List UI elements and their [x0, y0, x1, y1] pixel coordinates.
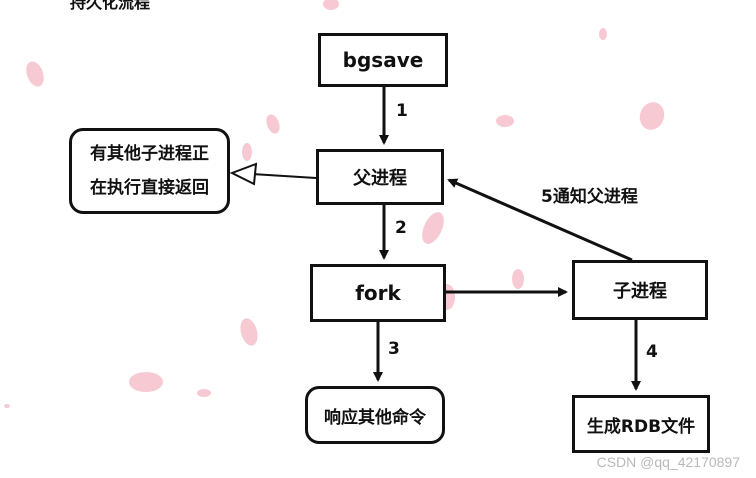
node-child-label: 子进程 — [613, 281, 667, 302]
petal — [599, 28, 607, 40]
node-other-child-line1: 有其他子进程正 — [90, 144, 209, 164]
node-other-child-line2: 在执行直接返回 — [90, 178, 209, 198]
node-generate-rdb: 生成RDB文件 — [572, 395, 710, 453]
petal — [129, 372, 163, 392]
petal — [512, 269, 524, 289]
petal — [639, 102, 665, 130]
petal — [422, 212, 444, 244]
edge-child-to-parent — [447, 178, 633, 262]
node-child-process: 子进程 — [572, 260, 708, 320]
petal — [26, 61, 44, 87]
petal — [197, 389, 211, 397]
node-bgsave: bgsave — [318, 33, 448, 87]
edge-label-4: 4 — [646, 342, 658, 362]
node-respond-label: 响应其他命令 — [324, 407, 426, 428]
petal — [4, 404, 10, 408]
node-parent-label: 父进程 — [353, 168, 407, 189]
edge-parent-to-return — [229, 162, 317, 186]
petal — [266, 114, 280, 134]
watermark: CSDN @qq_42170897 — [596, 454, 740, 470]
node-other-child-running: 有其他子进程正 在执行直接返回 — [69, 128, 230, 214]
node-parent-process: 父进程 — [316, 149, 444, 205]
petal — [240, 318, 258, 346]
edge-label-1: 1 — [396, 101, 408, 121]
node-respond-other-commands: 响应其他命令 — [305, 386, 445, 444]
petal — [323, 0, 339, 10]
header-fragment: 持久化流程 — [70, 0, 151, 12]
node-fork: fork — [310, 264, 446, 322]
node-fork-label: fork — [355, 281, 401, 305]
node-bgsave-label: bgsave — [342, 48, 424, 72]
edge-label-5: 5通知父进程 — [541, 187, 638, 207]
node-rdb-label: 生成RDB文件 — [586, 416, 696, 437]
edge-label-2: 2 — [395, 218, 407, 238]
petal — [242, 143, 252, 161]
edge-label-3: 3 — [388, 339, 400, 359]
petal — [496, 115, 514, 127]
